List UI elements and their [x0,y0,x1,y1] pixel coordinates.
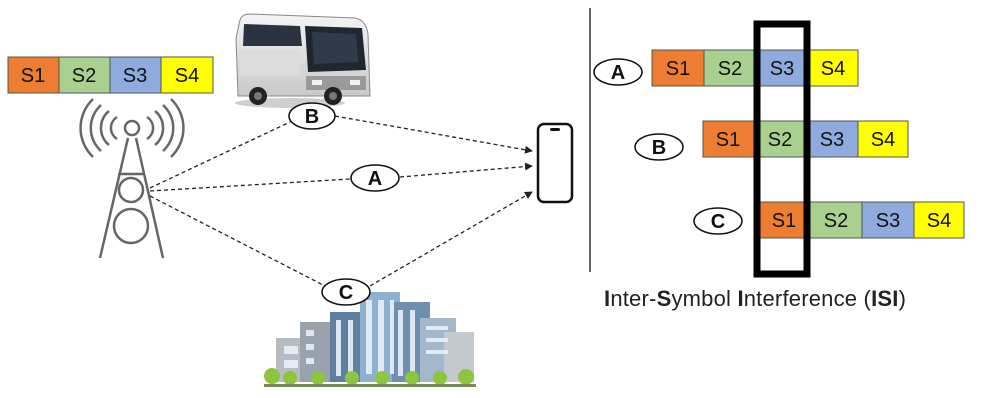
caption-part-7: ISI [871,286,899,311]
row-a-label: A [611,62,625,84]
row-b-s1 [702,120,755,158]
path-label-c: C [321,278,371,306]
caption-part-6: nterference ( [743,286,872,311]
row-a-s2 [703,49,757,87]
city-buildings-icon [264,292,476,387]
row-a-s1 [651,49,705,87]
row-b-s1-text: S1 [716,129,740,151]
row-c-s1-text: S1 [772,210,796,232]
row-a-s4-text: S4 [821,58,845,80]
row-a-s4 [807,49,859,87]
row-b-s3-text: S3 [820,129,844,151]
row-c-s2 [809,201,863,239]
caption-part-8: ) [898,286,907,311]
path-a-leg1 [149,178,351,192]
path-b-leg1 [149,121,291,189]
symbol-s1 [7,56,60,94]
caption-part-1: I [604,286,611,311]
path-label-b-text: B [305,106,319,128]
row-a-s3-text: S3 [770,58,794,80]
row-c-s3-text: S3 [876,210,900,232]
row-b-s3 [805,120,859,158]
bus-icon [235,13,371,108]
row-c-s4-text: S4 [927,210,951,232]
path-b-leg2 [334,115,533,154]
path-c-leg2 [369,191,533,287]
caption-part-5: I [737,286,744,311]
row-c-s4 [913,201,965,239]
transmitted-symbol-strip: S1 S2 S3 S4 [7,56,214,94]
path-a-leg2 [399,162,533,178]
caption-part-2: nter- [610,286,657,311]
symbol-s4 [160,56,214,94]
path-label-a-text: A [368,168,382,190]
isi-caption: Inter-Symbol Interference (ISI) [604,286,1004,316]
symbol-s3-label: S3 [123,65,147,87]
row-b-s4-text: S4 [871,129,895,151]
isi-highlight-frame [753,20,811,278]
row-c-s1 [757,201,811,239]
path-label-a: A [350,164,400,192]
caption-part-4: ymbol [671,286,738,311]
row-b-s2 [753,120,807,158]
row-c: C S1 S2 S3 S4 [693,201,965,239]
row-a: A S1 S2 S3 S4 [593,49,859,87]
symbol-s2 [58,56,111,94]
phone-icon [536,122,574,204]
row-b-s4 [857,120,909,158]
row-c-s2-text: S2 [824,210,848,232]
row-c-label: C [711,211,725,233]
caption-part-3: S [656,286,672,311]
symbol-s1-label: S1 [21,65,45,87]
symbol-s3 [109,56,162,94]
row-b: B S1 S2 S3 S4 [634,120,909,161]
row-b-s2-text: S2 [768,129,792,151]
row-a-s1-text: S1 [666,58,690,80]
path-label-c-text: C [339,282,353,304]
cell-tower-icon [79,98,185,259]
symbol-s4-label: S4 [175,65,199,87]
symbol-s2-label: S2 [72,65,96,87]
path-label-b: B [288,102,336,130]
row-b-label: B [652,137,666,159]
propagation-paths [149,115,533,287]
row-a-s2-text: S2 [718,58,742,80]
path-c-leg1 [149,195,326,287]
